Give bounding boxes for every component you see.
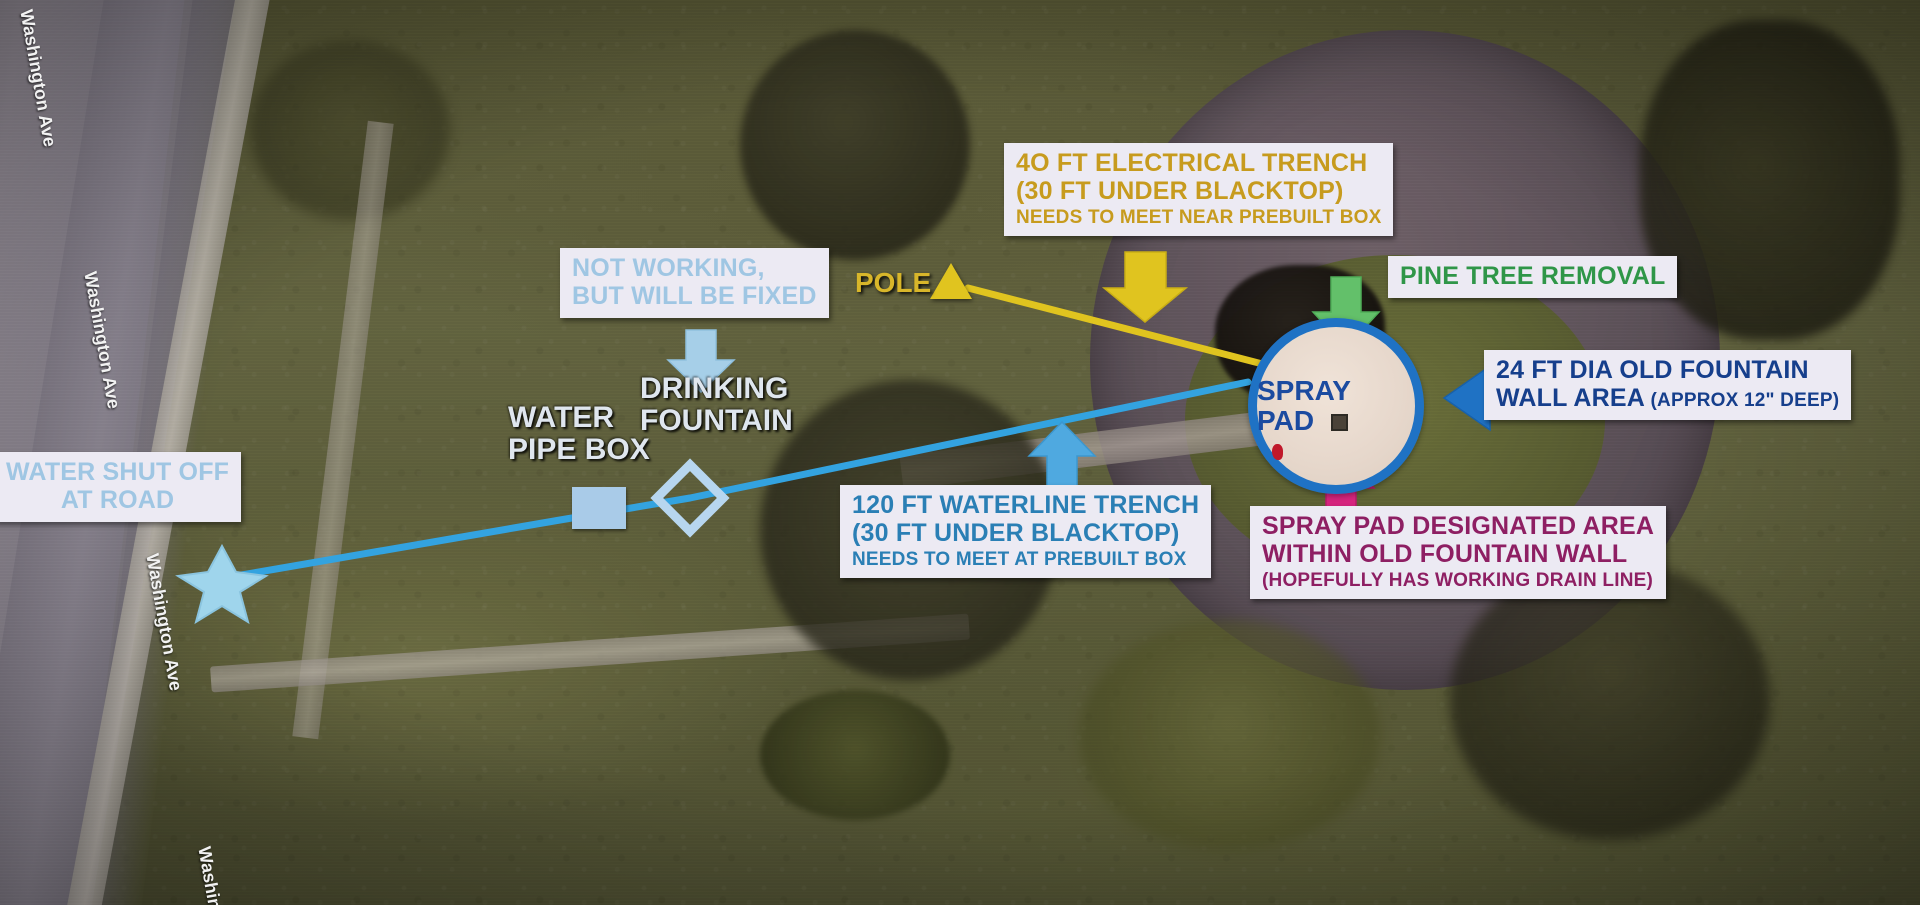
waterline-trench-callout[interactable]: 120 FT WATERLINE TRENCH (30 FT UNDER BLA… <box>840 485 1212 579</box>
callout-line-2: BUT WILL BE FIXED <box>572 282 817 310</box>
spray-pad-label: SPRAY PAD <box>1257 374 1351 436</box>
callout-line-2: (30 FT UNDER BLACKTOP) <box>1016 177 1344 205</box>
waterline-trench-arrow-icon <box>1027 420 1097 493</box>
pine-tree-removal-callout[interactable]: PINE TREE REMOVAL <box>1388 256 1678 298</box>
callout-line-2: WALL AREA (APPROX 12" DEEP) <box>1496 384 1839 412</box>
tree-canopy <box>1450 560 1770 840</box>
callout-line-1: 24 FT DIA OLD FOUNTAIN <box>1496 356 1809 384</box>
water-shut-off-star-marker <box>175 543 269 625</box>
callout-line-1: NOT WORKING, <box>572 254 765 282</box>
tree-canopy <box>1640 20 1900 340</box>
drinking-fountain-label: DRINKING FOUNTAIN <box>640 372 793 438</box>
tree-canopy <box>1080 620 1380 850</box>
spray-pad-area-callout[interactable]: SPRAY PAD DESIGNATED AREA WITHIN OLD FOU… <box>1250 506 1667 600</box>
pole-marker[interactable] <box>930 263 972 299</box>
shrub <box>760 690 950 820</box>
spray-pad-drain-icon <box>1331 414 1348 431</box>
callout-line-3: NEEDS TO MEET AT PREBUILT BOX <box>852 549 1187 570</box>
callout-line-2: AT ROAD <box>60 486 175 514</box>
spray-pad-red-mark-icon <box>1272 444 1283 460</box>
callout-line-3: (HOPEFULLY HAS WORKING DRAIN LINE) <box>1262 570 1654 591</box>
tree-canopy <box>250 40 450 220</box>
spray-pad-disc[interactable]: SPRAY PAD <box>1248 318 1424 494</box>
callout-line-2: (30 FT UNDER BLACKTOP) <box>852 519 1180 547</box>
callout-line-1: WATER SHUT OFF <box>6 458 230 486</box>
water-shut-off-callout[interactable]: WATER SHUT OFF AT ROAD <box>0 452 242 522</box>
water-pipe-box-marker[interactable] <box>572 487 626 529</box>
callout-line-1: 120 FT WATERLINE TRENCH <box>852 491 1200 519</box>
callout-line-2: WITHIN OLD FOUNTAIN WALL <box>1262 540 1628 568</box>
callout-line-1: 4O FT ELECTRICAL TRENCH <box>1016 149 1368 177</box>
callout-line-2-note: (APPROX 12" DEEP) <box>1645 390 1840 411</box>
electrical-trench-arrow-icon <box>1101 251 1189 323</box>
electrical-trench-callout[interactable]: 4O FT ELECTRICAL TRENCH (30 FT UNDER BLA… <box>1004 143 1394 237</box>
tree-canopy <box>740 30 970 260</box>
callout-line-1: SPRAY PAD DESIGNATED AREA <box>1262 512 1655 540</box>
callout-line-3: NEEDS TO MEET NEAR PREBUILT BOX <box>1016 207 1382 228</box>
not-working-arrow-icon <box>666 329 736 394</box>
not-working-callout[interactable]: NOT WORKING, BUT WILL BE FIXED <box>560 248 829 318</box>
callout-line-2-main: WALL AREA <box>1496 384 1646 412</box>
water-pipe-box-label: WATER PIPE BOX <box>508 401 650 467</box>
pole-label: POLE <box>855 267 932 298</box>
electrical-trench-line <box>964 284 1282 372</box>
old-fountain-wall-callout[interactable]: 24 FT DIA OLD FOUNTAIN WALL AREA (APPROX… <box>1484 350 1852 420</box>
callout-line-1: PINE TREE REMOVAL <box>1400 262 1666 290</box>
